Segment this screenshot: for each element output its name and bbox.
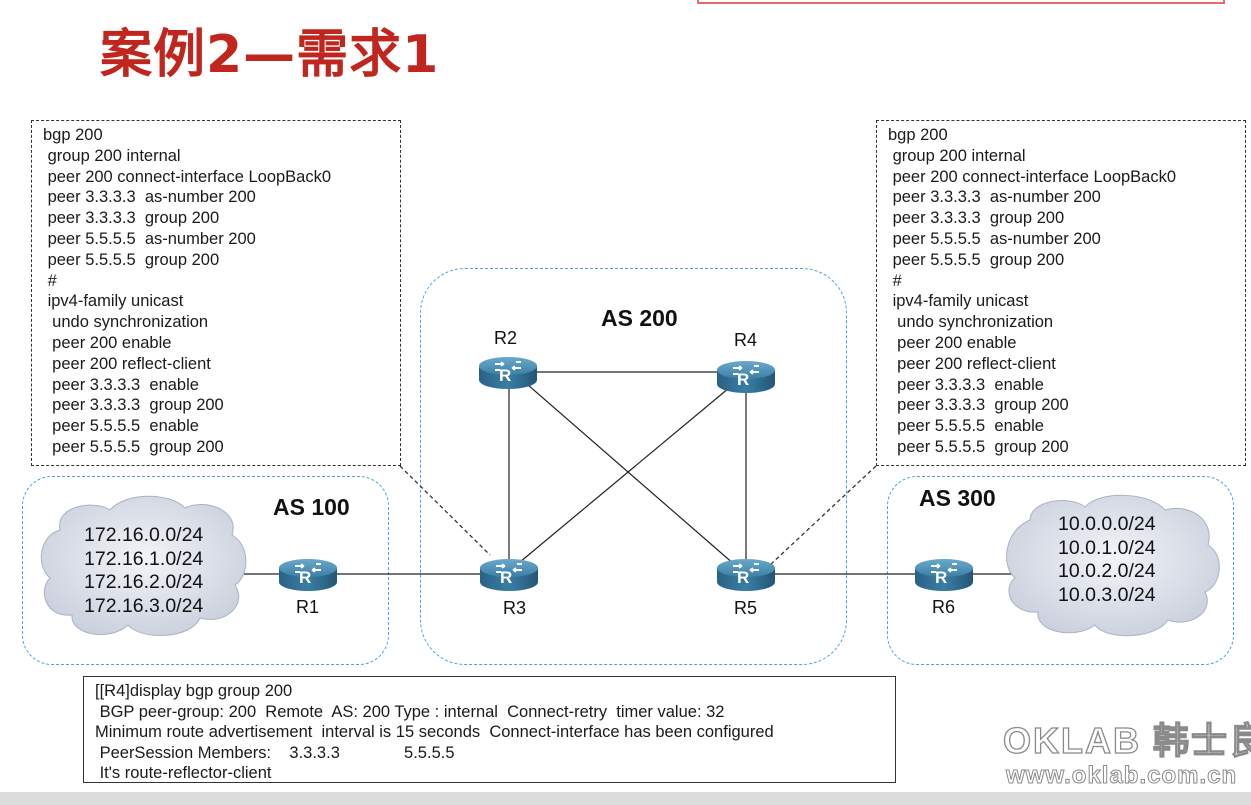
config-line: peer 5.5.5.5 as-number 200 xyxy=(888,229,1101,248)
config-line: # xyxy=(888,271,902,290)
config-line: peer 3.3.3.3 enable xyxy=(888,375,1044,394)
link-r4-r3 xyxy=(519,382,736,563)
router-r3-label: R3 xyxy=(503,598,527,618)
as100-label: AS 100 xyxy=(273,494,350,520)
network-prefix: 172.16.0.0/24 xyxy=(84,524,204,546)
config-line: bgp 200 xyxy=(43,126,103,144)
oklab-url-watermark: www.oklab.com.cn xyxy=(1005,762,1238,790)
config-line: peer 3.3.3.3 as-number 200 xyxy=(888,188,1101,207)
links xyxy=(225,371,1012,575)
router-r4-glyph: R xyxy=(737,370,750,389)
config-line: peer 3.3.3.3 group 200 xyxy=(43,209,220,228)
network-prefix: 172.16.2.0/24 xyxy=(84,571,204,593)
network-prefix: 10.0.1.0/24 xyxy=(1058,536,1156,559)
r5-bgp-config: bgp 200 group 200 internal peer 200 conn… xyxy=(876,120,1246,466)
config-line: peer 5.5.5.5 group 200 xyxy=(43,437,224,456)
output-line: It's route-reflector-client xyxy=(95,764,272,782)
config-line: group 200 internal xyxy=(888,146,1026,165)
cloud-as100 xyxy=(40,495,247,636)
config-line: peer 5.5.5.5 enable xyxy=(888,417,1044,436)
config-line: peer 200 reflect-client xyxy=(43,354,211,373)
config-line: # xyxy=(43,271,57,290)
slide-title: 案例2—需求1 xyxy=(100,25,440,85)
output-line: [[R4]display bgp group 200 xyxy=(95,682,293,700)
network-prefix: 10.0.3.0/24 xyxy=(1058,583,1156,606)
output-line: PeerSession Members: 3.3.3.3 5.5.5.5 xyxy=(95,743,455,762)
router-r1-label: R1 xyxy=(296,597,320,617)
config-line: peer 3.3.3.3 as-number 200 xyxy=(43,188,256,207)
config-line: peer 3.3.3.3 group 200 xyxy=(43,396,224,415)
callout-pointer-r3 xyxy=(399,465,491,556)
network-prefix: 10.0.0.0/24 xyxy=(1058,513,1156,535)
config-line: undo synchronization xyxy=(43,313,209,332)
network-prefix: 172.16.1.0/24 xyxy=(84,547,204,570)
output-line: Minimum route advertisement interval is … xyxy=(95,723,774,741)
as300-region xyxy=(887,476,1234,665)
router-r6-label: R6 xyxy=(932,597,956,617)
router-r4-label: R4 xyxy=(734,330,758,350)
router-r5-glyph: R xyxy=(737,568,750,587)
config-line: peer 3.3.3.3 enable xyxy=(43,375,199,394)
as300-label: AS 300 xyxy=(919,485,996,511)
as200-label: AS 200 xyxy=(601,305,678,331)
config-line: peer 200 connect-interface LoopBack0 xyxy=(43,167,332,186)
bottom-strip xyxy=(0,792,1251,805)
cloud-as300 xyxy=(1006,494,1220,637)
display-bgp-group-output: [[R4]display bgp group 200 BGP peer-grou… xyxy=(83,676,896,783)
config-line: group 200 internal xyxy=(43,146,181,165)
config-line: peer 5.5.5.5 as-number 200 xyxy=(43,229,256,248)
router-r2-label: R2 xyxy=(494,328,518,348)
network-prefix: 10.0.2.0/24 xyxy=(1058,560,1156,582)
config-line: peer 200 reflect-client xyxy=(888,354,1056,373)
router-r3-glyph: R xyxy=(500,568,513,587)
callout-pointer-r5 xyxy=(769,465,877,566)
config-line: peer 5.5.5.5 group 200 xyxy=(43,250,220,269)
as100-region xyxy=(22,476,389,665)
config-line: peer 5.5.5.5 enable xyxy=(43,417,199,436)
config-line: peer 200 connect-interface LoopBack0 xyxy=(888,167,1177,186)
link-r2-r5 xyxy=(519,377,736,566)
router-r2-glyph: R xyxy=(499,366,512,385)
config-line: bgp 200 xyxy=(888,126,948,144)
oklab-watermark: OKLAB 韩士良 xyxy=(1002,719,1251,761)
config-line: peer 3.3.3.3 group 200 xyxy=(888,209,1065,228)
config-line: undo synchronization xyxy=(888,313,1054,332)
config-line: peer 3.3.3.3 group 200 xyxy=(888,396,1069,415)
config-line: peer 5.5.5.5 group 200 xyxy=(888,250,1065,269)
router-r6-glyph: R xyxy=(935,568,948,587)
config-line: peer 200 enable xyxy=(888,333,1017,352)
config-line: peer 5.5.5.5 group 200 xyxy=(888,437,1069,456)
network-prefix: 172.16.3.0/24 xyxy=(84,594,204,617)
as200-region xyxy=(420,268,847,665)
output-line: BGP peer-group: 200 Remote AS: 200 Type … xyxy=(95,702,725,721)
router-r5-label: R5 xyxy=(734,598,758,618)
router-r1-glyph: R xyxy=(299,568,312,587)
config-line: peer 200 enable xyxy=(43,333,172,352)
top-decoration-bar xyxy=(697,0,1225,4)
config-line: ipv4-family unicast xyxy=(43,292,184,311)
r3-bgp-config: bgp 200 group 200 internal peer 200 conn… xyxy=(31,120,401,466)
config-line: ipv4-family unicast xyxy=(888,292,1029,311)
